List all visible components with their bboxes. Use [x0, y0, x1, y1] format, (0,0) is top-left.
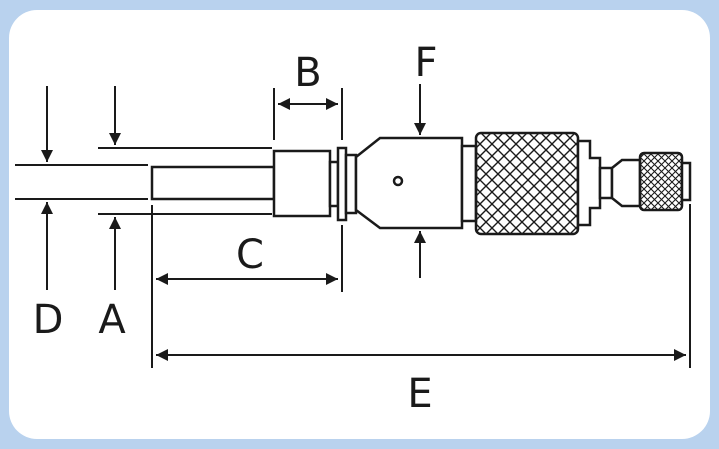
- label-a: A: [98, 297, 126, 343]
- label-c: C: [236, 232, 264, 278]
- collar: [460, 144, 478, 223]
- diagram-panel: [9, 10, 710, 439]
- knurled-ratchet-icon: [638, 151, 684, 212]
- groove-ring-3: [344, 153, 358, 215]
- dimension-lines: [15, 84, 691, 368]
- barrel: [354, 136, 464, 230]
- ratchet-cap: [680, 161, 692, 202]
- knurled-thimble-icon: [474, 131, 580, 236]
- label-f: F: [414, 40, 437, 86]
- label-d: D: [33, 297, 64, 343]
- thimble-flange: [576, 139, 602, 227]
- label-e: E: [407, 371, 432, 417]
- ratchet-hub: [610, 158, 642, 208]
- label-b: B: [294, 50, 321, 96]
- sleeve-step: [272, 149, 332, 218]
- spindle: [150, 165, 276, 201]
- barrel-hole: [392, 175, 404, 187]
- micrometer-outline: [150, 131, 692, 236]
- neck: [598, 166, 614, 200]
